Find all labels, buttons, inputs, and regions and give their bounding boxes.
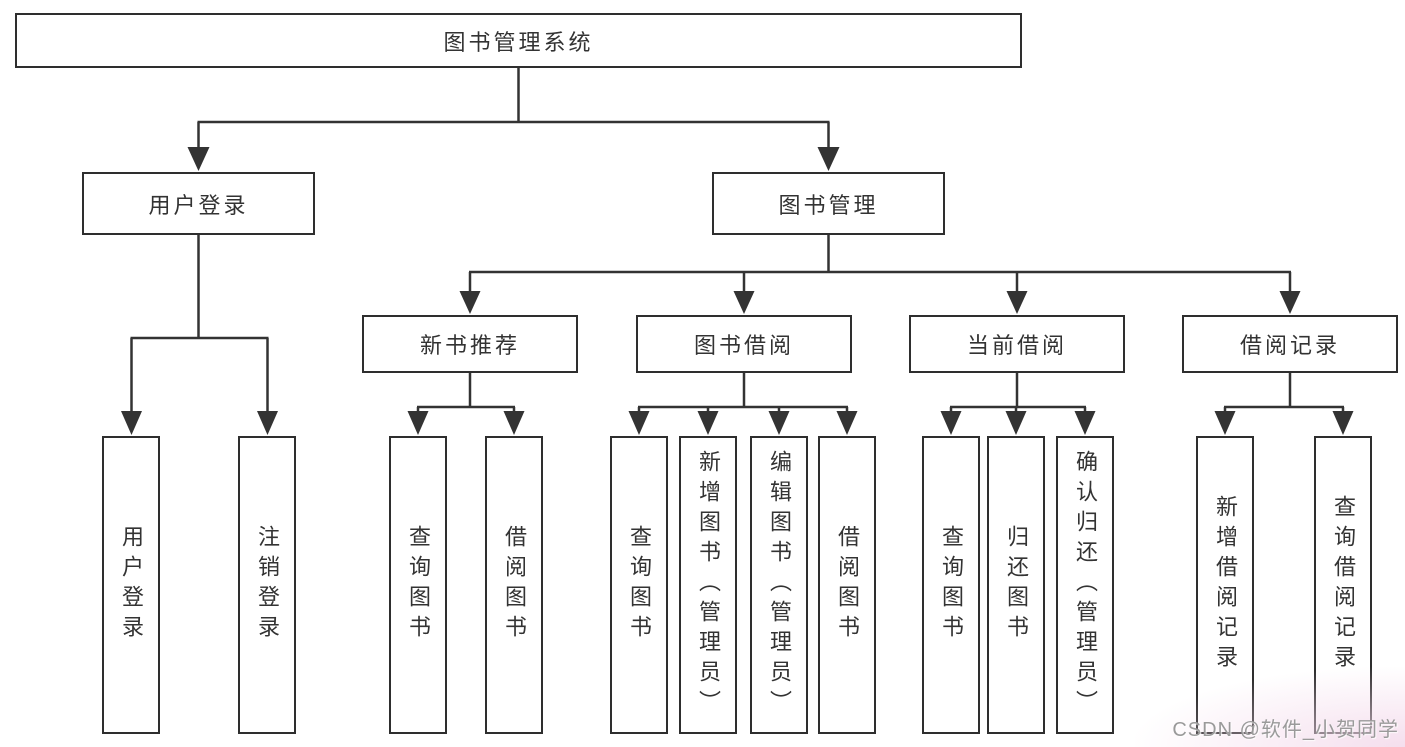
arrowhead [1074, 411, 1096, 435]
node-label: 确认归还（管理员） [1073, 450, 1098, 720]
node-current-borrow: 当前借阅 [909, 315, 1125, 373]
arrowhead [1006, 291, 1028, 314]
node-leaf-edit-book-admin: 编辑图书（管理员） [750, 436, 808, 734]
node-label: 新增借阅记录 [1213, 495, 1238, 675]
arrowhead [1005, 411, 1027, 435]
node-label: 借阅图书 [835, 525, 860, 645]
arrowhead [503, 411, 525, 435]
arrowhead [733, 291, 755, 314]
node-borrow-records: 借阅记录 [1182, 315, 1398, 373]
arrowhead [187, 147, 210, 171]
node-label: 查询图书 [406, 525, 431, 645]
node-leaf-confirm-return-admin: 确认归还（管理员） [1056, 436, 1114, 734]
node-label: 图书管理系统 [443, 29, 594, 55]
arrowhead [940, 411, 962, 435]
branch-current-borrow-connectors [940, 373, 1096, 435]
branch-root-connectors [187, 68, 840, 171]
arrowhead [1332, 411, 1354, 435]
node-label: 借阅图书 [502, 525, 527, 645]
node-label: 查询图书 [627, 525, 652, 645]
node-label: 新书推荐 [419, 333, 520, 358]
node-label: 图书管理 [778, 192, 879, 218]
arrowhead [697, 411, 719, 435]
node-new-book-recommend: 新书推荐 [362, 315, 578, 373]
node-label: 用户登录 [148, 192, 249, 218]
arrowhead [121, 411, 142, 435]
node-label: 用户登录 [119, 525, 144, 645]
node-label: 查询借阅记录 [1331, 495, 1356, 675]
node-leaf-return-book: 归还图书 [987, 436, 1045, 734]
node-leaf-add-borrow-record: 新增借阅记录 [1196, 436, 1254, 734]
node-leaf-query-borrow-record: 查询借阅记录 [1314, 436, 1372, 734]
node-leaf-user-login: 用户登录 [102, 436, 160, 734]
arrowhead [407, 411, 429, 435]
node-label: 归还图书 [1004, 525, 1029, 645]
node-leaf-borrow-books: 借阅图书 [818, 436, 876, 734]
node-leaf-borrow-books-recommend: 借阅图书 [485, 436, 543, 734]
node-label: 图书借阅 [693, 333, 794, 358]
node-label: 借阅记录 [1239, 333, 1340, 358]
node-book-management: 图书管理 [712, 172, 945, 235]
node-root: 图书管理系统 [15, 13, 1022, 68]
arrowhead [1214, 411, 1236, 435]
watermark-text: CSDN @软件_小贺同学 [1172, 719, 1399, 741]
node-leaf-query-books-borrow: 查询图书 [610, 436, 668, 734]
node-label: 注销登录 [255, 525, 280, 645]
arrowhead [628, 411, 650, 435]
arrowhead [768, 411, 790, 435]
node-book-borrow: 图书借阅 [636, 315, 852, 373]
node-leaf-query-books-current: 查询图书 [922, 436, 980, 734]
node-label: 当前借阅 [966, 333, 1067, 358]
arrowhead [817, 147, 840, 171]
node-label: 新增图书（管理员） [696, 450, 721, 720]
branch-new-book-recommend-connectors [407, 373, 525, 435]
arrowhead [836, 411, 858, 435]
node-leaf-logout: 注销登录 [238, 436, 296, 734]
branch-book-management-connectors [459, 235, 1301, 314]
node-user-login: 用户登录 [82, 172, 315, 235]
node-leaf-add-book-admin: 新增图书（管理员） [679, 436, 737, 734]
node-label: 查询图书 [939, 525, 964, 645]
branch-book-borrow-connectors [628, 373, 858, 435]
arrowhead [459, 291, 481, 314]
branch-user-login-connectors [121, 235, 278, 435]
arrowhead [257, 411, 278, 435]
node-leaf-query-books-recommend: 查询图书 [389, 436, 447, 734]
arrowhead [1279, 291, 1301, 314]
node-label: 编辑图书（管理员） [767, 450, 792, 720]
branch-borrow-records-connectors [1214, 373, 1354, 435]
